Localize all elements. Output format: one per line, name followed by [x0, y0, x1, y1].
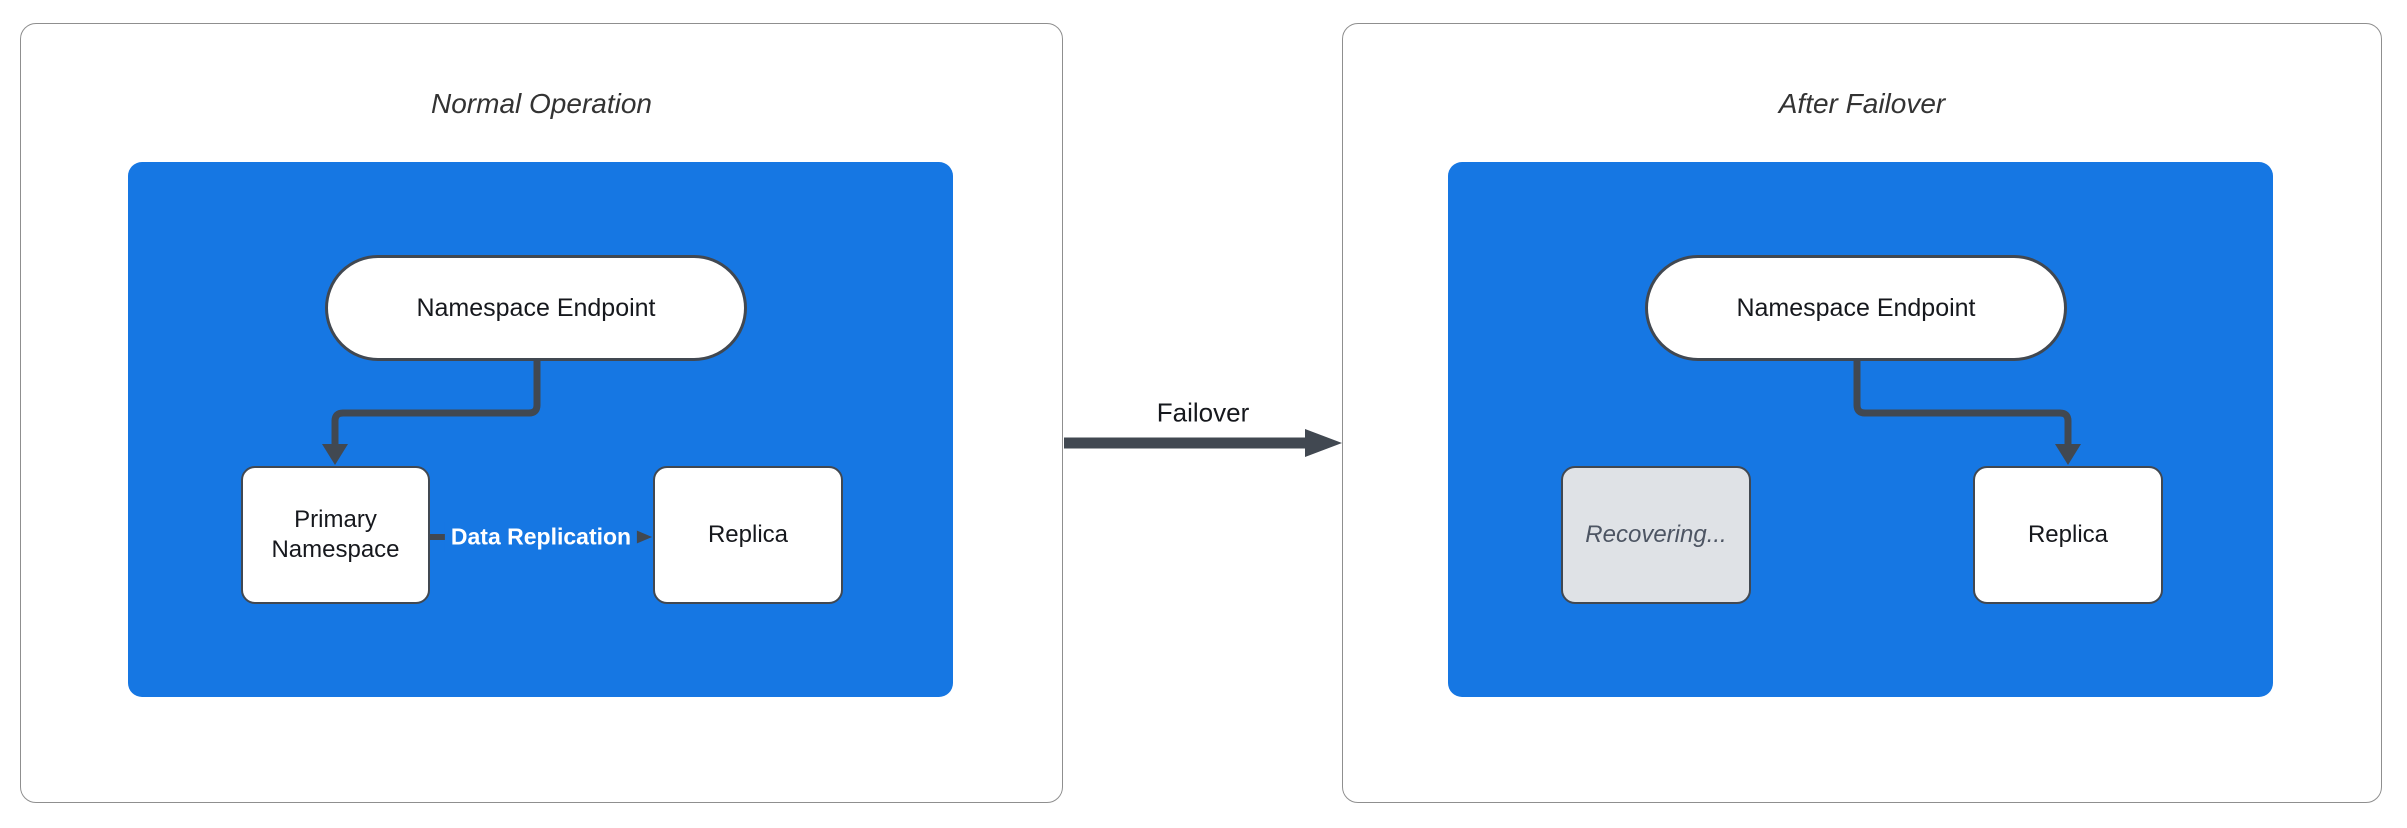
node-label: Namespace Endpoint: [1736, 293, 1976, 322]
node-recovering: Recovering...: [1561, 466, 1751, 604]
cluster-box-after: [1448, 162, 2273, 697]
node-label: Replica: [707, 521, 789, 548]
node-replica-normal: Replica: [653, 466, 843, 604]
node-label: Replica: [2027, 521, 2109, 548]
node-primary-namespace: Primary Namespace: [241, 466, 430, 604]
node-label: Namespace Endpoint: [416, 293, 656, 322]
data-replication-label: Data Replication: [444, 521, 638, 553]
edge-failover: [1064, 429, 1342, 457]
panel-title-after-failover: After Failover: [1778, 88, 1946, 119]
node-namespace-endpoint-normal: Namespace Endpoint: [325, 255, 747, 361]
node-namespace-endpoint-after: Namespace Endpoint: [1645, 255, 2067, 361]
cluster-box-normal: [128, 162, 953, 697]
failover-label: Failover: [1148, 397, 1258, 429]
panel-title-normal-operation: Normal Operation: [431, 88, 652, 119]
node-replica-after: Replica: [1973, 466, 2163, 604]
node-label: Primary Namespace: [271, 506, 400, 563]
node-label: Recovering...: [1585, 521, 1727, 548]
